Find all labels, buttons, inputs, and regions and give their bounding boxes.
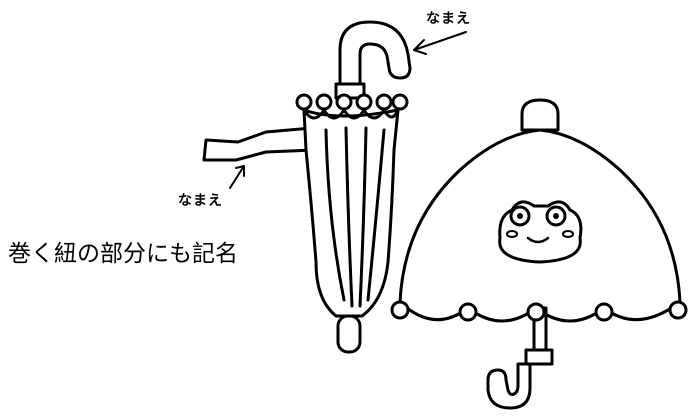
name-label-handle: なまえ — [426, 11, 471, 27]
name-label-strap: なまえ — [178, 193, 223, 209]
open-umbrella-grip — [524, 348, 554, 366]
closed-umbrella — [202, 20, 412, 354]
closed-umbrella-tip — [336, 314, 362, 354]
open-umbrella-knob — [520, 98, 560, 132]
closed-umbrella-fold — [358, 126, 368, 308]
rim-ball — [391, 93, 409, 111]
rim-ball — [295, 93, 313, 111]
closed-umbrella-fold — [324, 128, 346, 302]
rim-ball — [335, 93, 353, 111]
arrow-strap — [229, 165, 245, 189]
rim-ball — [315, 93, 333, 111]
strap — [202, 126, 316, 162]
frog-face-icon — [498, 200, 583, 264]
scallop-ball — [390, 300, 410, 320]
rim-ball — [355, 93, 373, 111]
caption-text: 巻く紐の部分にも記名 — [8, 241, 238, 267]
closed-umbrella-fold — [366, 128, 386, 302]
scallop-ball — [668, 300, 688, 320]
scallop-ball — [458, 302, 478, 322]
closed-umbrella-rim — [302, 108, 400, 120]
rim-ball — [375, 93, 393, 111]
scallop-ball — [594, 302, 614, 322]
open-umbrella — [390, 98, 688, 410]
scallop-ball — [526, 302, 546, 322]
arrow-top — [413, 31, 467, 55]
closed-umbrella-fold — [344, 126, 354, 308]
open-umbrella-handle — [486, 362, 532, 410]
closed-umbrella-handle — [338, 20, 412, 86]
